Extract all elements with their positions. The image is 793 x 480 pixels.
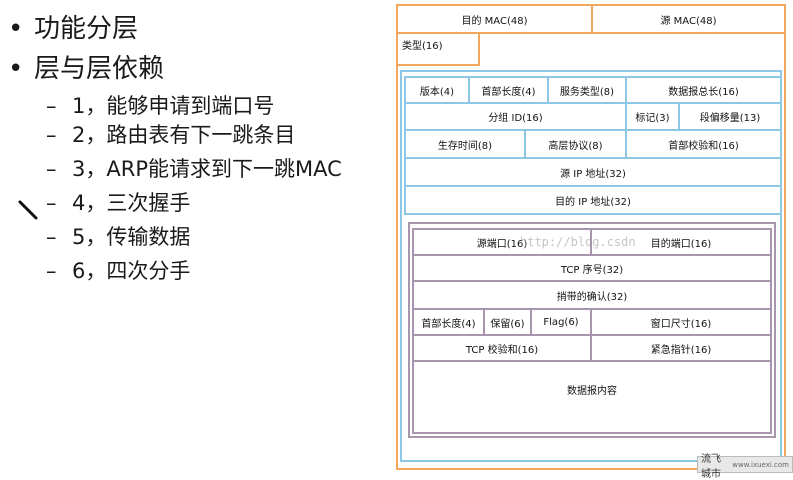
ip-group-id-field: 分组 ID(16) <box>404 102 627 131</box>
sub-item: –1，能够申请到端口号 <box>46 93 274 119</box>
bullet-text: 层与层依赖 <box>34 54 165 84</box>
bullet-text: 功能分层 <box>34 14 139 44</box>
bullet-item: • 层与层依赖 <box>8 54 164 84</box>
ip-header-length-field: 首部长度(4) <box>468 76 549 104</box>
ip-checksum-field: 首部校验和(16) <box>625 129 782 159</box>
tcp-dst-port-label: 目的端口(16) <box>650 238 712 250</box>
bullet-item: • 功能分层 <box>8 14 138 44</box>
sub-item: –5，传输数据 <box>46 224 190 250</box>
tcp-ack-field: 捎带的确认(32) <box>412 280 772 310</box>
pen-pointer-icon <box>18 200 38 220</box>
ip-header-length-label: 首部长度(4) <box>481 86 536 98</box>
ip-fragment-offset-label: 段偏移量(13) <box>699 113 761 124</box>
tcp-seq-label: TCP 序号(32) <box>560 264 624 276</box>
sub-item-text: 4，三次握手 <box>72 191 191 215</box>
tcp-header-length-label: 首部长度(4) <box>421 318 476 330</box>
src-mac-field: 源 MAC(48) <box>591 4 786 34</box>
logo-url: www.ixuexi.com <box>732 460 789 469</box>
sub-item: –4，三次握手 <box>46 190 190 216</box>
tcp-ack-label: 捎带的确认(32) <box>556 291 628 303</box>
logo-text: 流飞城市 <box>701 453 721 480</box>
tcp-src-port-label: 源端口(16) <box>476 238 528 250</box>
sub-item: –6，四次分手 <box>46 258 190 284</box>
dash-glyph: – <box>46 191 57 215</box>
ip-fragment-offset-field: 段偏移量(13) <box>678 102 782 131</box>
ip-dst-address-label: 目的 IP 地址(32) <box>555 196 631 208</box>
type-label: 类型(16) <box>402 41 443 52</box>
src-mac-label: 源 MAC(48) <box>660 15 717 27</box>
tcp-data-label: 数据报内容 <box>567 386 617 397</box>
bullet-glyph: • <box>8 54 24 84</box>
ip-packet <box>400 70 782 462</box>
sub-item: –3，ARP能请求到下一跳MAC <box>46 156 342 182</box>
dash-glyph: – <box>46 225 57 249</box>
dst-mac-label: 目的 MAC(48) <box>461 15 528 27</box>
sub-item-text: 2，路由表有下一跳条目 <box>72 123 296 147</box>
tcp-checksum-field: TCP 校验和(16) <box>412 334 592 362</box>
tcp-segment <box>408 222 776 438</box>
watermark-text: http://blog.csdn <box>520 235 636 249</box>
tcp-urgent-pointer-label: 紧急指针(16) <box>650 344 712 356</box>
tcp-header-length-field: 首部长度(4) <box>412 308 485 336</box>
sub-item-text: 3，ARP能请求到下一跳MAC <box>72 157 342 181</box>
ip-group-id-label: 分组 ID(16) <box>488 113 543 124</box>
bullet-glyph: • <box>8 14 24 44</box>
tcp-checksum-label: TCP 校验和(16) <box>465 344 539 356</box>
ip-total-length-label: 数据报总长(16) <box>668 86 739 98</box>
sub-item-text: 6，四次分手 <box>72 259 191 283</box>
ip-tos-label: 服务类型(8) <box>559 86 615 98</box>
dash-glyph: – <box>46 157 57 181</box>
tcp-flag-field: Flag(6) <box>530 308 592 336</box>
ip-protocol-label: 高层协议(8) <box>548 140 603 152</box>
site-logo: 流飞城市 www.ixuexi.com <box>697 454 793 480</box>
ip-version-field: 版本(4) <box>404 76 470 104</box>
dst-mac-field: 目的 MAC(48) <box>396 4 593 34</box>
ip-version-label: 版本(4) <box>419 86 455 98</box>
tcp-data-field: 数据报内容 <box>412 360 772 434</box>
sub-item: –2，路由表有下一跳条目 <box>46 122 295 148</box>
sub-item-text: 1，能够申请到端口号 <box>72 94 275 118</box>
ip-total-length-field: 数据报总长(16) <box>625 76 782 104</box>
ip-src-address-field: 源 IP 地址(32) <box>404 157 782 187</box>
tcp-reserved-label: 保留(6) <box>490 318 525 330</box>
ip-checksum-label: 首部校验和(16) <box>668 140 739 152</box>
dash-glyph: – <box>46 259 57 283</box>
tcp-window-label: 窗口尺寸(16) <box>650 318 712 330</box>
bullet-list: •功能分层 •层与层依赖 –1，能够申请到端口号 –2，路由表有下一跳条目 –3… <box>0 0 385 474</box>
dash-glyph: – <box>46 123 57 147</box>
dash-glyph: – <box>46 94 57 118</box>
tcp-window-field: 窗口尺寸(16) <box>590 308 772 336</box>
tcp-flag-label: Flag(6) <box>543 316 579 328</box>
ip-protocol-field: 高层协议(8) <box>524 129 627 159</box>
ip-ttl-label: 生存时间(8) <box>437 140 493 152</box>
ip-dst-address-field: 目的 IP 地址(32) <box>404 185 782 215</box>
ip-ttl-field: 生存时间(8) <box>404 129 526 159</box>
tcp-seq-field: TCP 序号(32) <box>412 254 772 282</box>
ip-src-address-label: 源 IP 地址(32) <box>560 168 626 180</box>
tcp-reserved-field: 保留(6) <box>483 308 532 336</box>
ip-flags-label: 标记(3) <box>635 113 670 124</box>
type-field: 类型(16) <box>396 32 480 66</box>
tcp-urgent-pointer-field: 紧急指针(16) <box>590 334 772 362</box>
ip-flags-field: 标记(3) <box>625 102 680 131</box>
ip-tos-field: 服务类型(8) <box>547 76 627 104</box>
sub-item-text: 5，传输数据 <box>72 225 191 249</box>
